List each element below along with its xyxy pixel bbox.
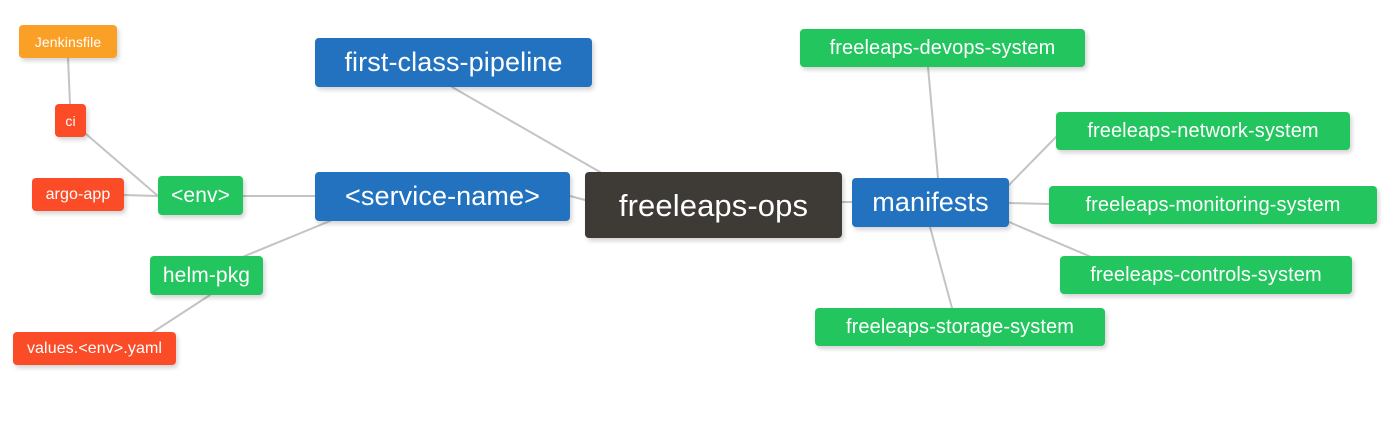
node-label-ci: ci xyxy=(65,112,76,129)
node-freeleaps-network-system[interactable]: freeleaps-network-system xyxy=(1056,112,1350,150)
node-label-freeleaps-monitoring-system: freeleaps-monitoring-system xyxy=(1085,194,1341,216)
node-label-freeleaps-storage-system: freeleaps-storage-system xyxy=(845,316,1075,338)
edge-manifests-to-freeleaps-devops-system xyxy=(927,66,939,179)
node-freeleaps-storage-system[interactable]: freeleaps-storage-system xyxy=(815,308,1105,346)
node-ci[interactable]: ci xyxy=(55,104,86,137)
node-manifests[interactable]: manifests xyxy=(852,178,1009,227)
node-freeleaps-ops[interactable]: freeleaps-ops xyxy=(585,172,842,238)
node-argo-app[interactable]: argo-app xyxy=(32,178,124,211)
node-first-class-pipeline[interactable]: first-class-pipeline xyxy=(315,38,592,87)
node-freeleaps-controls-system[interactable]: freeleaps-controls-system xyxy=(1060,256,1352,294)
edge-service-name-to-freeleaps-ops xyxy=(569,195,586,201)
node-label-service-name: <service-name> xyxy=(345,181,540,211)
node-label-first-class-pipeline: first-class-pipeline xyxy=(344,47,563,77)
node-label-manifests: manifests xyxy=(872,187,989,217)
edge-manifests-to-freeleaps-network-system xyxy=(1008,136,1057,186)
node-freeleaps-monitoring-system[interactable]: freeleaps-monitoring-system xyxy=(1049,186,1377,224)
node-helm-pkg[interactable]: helm-pkg xyxy=(150,256,263,295)
edge-manifests-to-freeleaps-monitoring-system xyxy=(1008,202,1050,205)
node-label-helm-pkg: helm-pkg xyxy=(162,264,251,287)
edge-values-env-yaml-to-helm-pkg xyxy=(149,294,211,335)
node-label-env: <env> xyxy=(171,184,230,207)
edge-argo-app-to-env xyxy=(123,194,159,197)
node-env[interactable]: <env> xyxy=(158,176,243,215)
edge-first-class-pipeline-to-freeleaps-ops xyxy=(451,86,601,173)
node-service-name[interactable]: <service-name> xyxy=(315,172,570,221)
node-label-values-env-yaml: values.<env>.yaml xyxy=(26,339,163,357)
node-freeleaps-devops-system[interactable]: freeleaps-devops-system xyxy=(800,29,1085,67)
node-values-env-yaml[interactable]: values.<env>.yaml xyxy=(13,332,176,365)
node-jenkinsfile[interactable]: Jenkinsfile xyxy=(19,25,117,58)
node-label-freeleaps-ops: freeleaps-ops xyxy=(618,187,809,223)
node-label-argo-app: argo-app xyxy=(45,185,111,203)
node-label-freeleaps-devops-system: freeleaps-devops-system xyxy=(829,37,1056,59)
edge-helm-pkg-to-service-name xyxy=(239,220,331,259)
edge-jenkinsfile-to-ci xyxy=(67,57,71,105)
edge-manifests-to-freeleaps-storage-system xyxy=(929,226,953,309)
node-label-freeleaps-network-system: freeleaps-network-system xyxy=(1087,120,1319,142)
node-label-freeleaps-controls-system: freeleaps-controls-system xyxy=(1090,264,1322,286)
node-label-jenkinsfile: Jenkinsfile xyxy=(34,33,102,50)
